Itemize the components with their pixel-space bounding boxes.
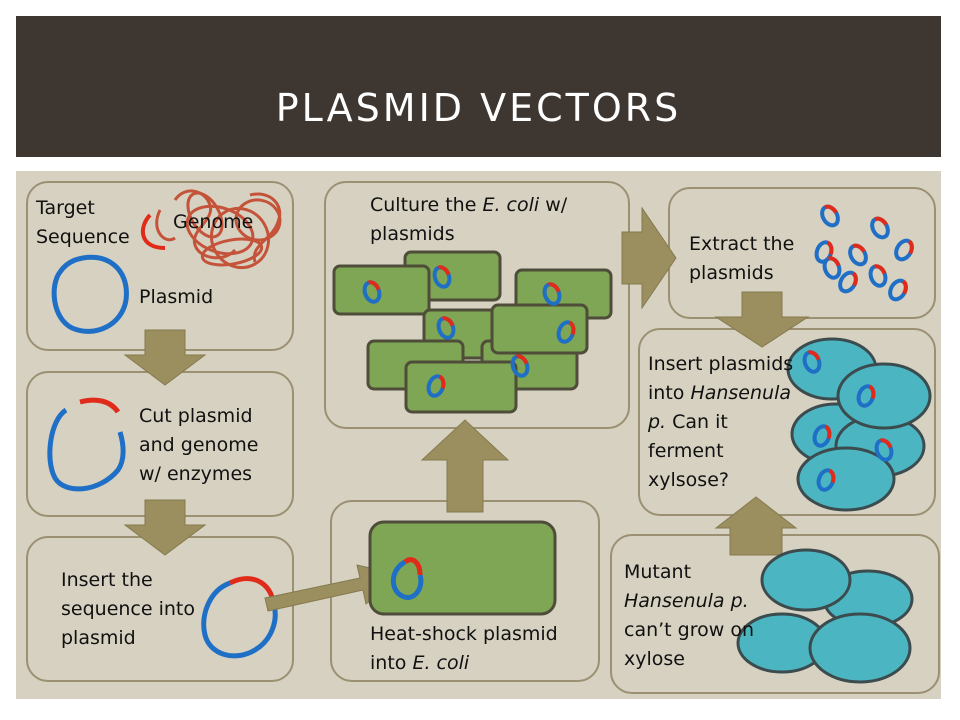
mutant-yeast [736, 548, 914, 684]
header-bar: PLASMID VECTORS [16, 16, 941, 157]
yeast-plasmids [802, 350, 894, 492]
recombinant-plasmid [201, 576, 278, 659]
culture-label: Culture the E. coli w/ plasmids [370, 191, 570, 249]
heat-shock-label: Heat-shock plasmid into E. coli [370, 620, 590, 678]
heat-shock-text: Heat-shock plasmid into [370, 623, 558, 674]
arrow-right-extract [621, 206, 677, 310]
insert-hansenula-label: Insert plasmids into Hansenula p. Can it… [648, 350, 798, 495]
mutant-label: Mutant Hansenula p. can’t grow on xylose [624, 558, 762, 674]
genome-label: Genome [173, 211, 254, 233]
arrow-down-2 [123, 499, 207, 556]
insert-hansenula-text-end: Can it ferment xylsose? [648, 411, 729, 491]
mutant-text-end: can’t grow on xylose [624, 619, 754, 670]
culture-plasmids [362, 265, 576, 398]
arrow-down-1 [123, 329, 207, 386]
plasmid-label: Plasmid [139, 286, 214, 308]
target-sequence-label: Target Sequence [36, 197, 130, 248]
extracted-plasmids [814, 204, 914, 302]
target-sequence-strand [140, 213, 166, 250]
arrow-up-culture [420, 419, 510, 513]
culture-text-end: w/ plasmids [370, 194, 568, 245]
insert-hansenula-text-start: Insert plasmids into [648, 353, 794, 404]
transformed-yeast [786, 337, 932, 512]
page-title: PLASMID VECTORS [275, 86, 682, 130]
box-culture [324, 181, 630, 429]
extract-label: Extract the plasmids [689, 233, 795, 284]
insert-sequence-label: Insert the sequence into plasmid [61, 569, 195, 649]
arrow-up-hansenula [714, 496, 798, 556]
insert-hansenula-organism: Hansenula p. [648, 382, 792, 433]
cut-plasmid-label: Cut plasmid and genome w/ enzymes [139, 405, 259, 485]
cut-plasmid [47, 397, 126, 492]
genome-tangle [155, 189, 282, 270]
culture-organism: E. coli [482, 194, 540, 216]
heat-shock-plasmid [390, 557, 424, 600]
culture-cells [332, 250, 613, 414]
arrow-down-hansenula [714, 291, 810, 348]
mutant-organism: Hansenula p. [624, 590, 749, 612]
mutant-text-start: Mutant [624, 561, 692, 583]
heat-shock-organism: E. coli [412, 652, 470, 674]
culture-text-start: Culture the [370, 194, 483, 216]
plasmid-loop [51, 254, 129, 334]
